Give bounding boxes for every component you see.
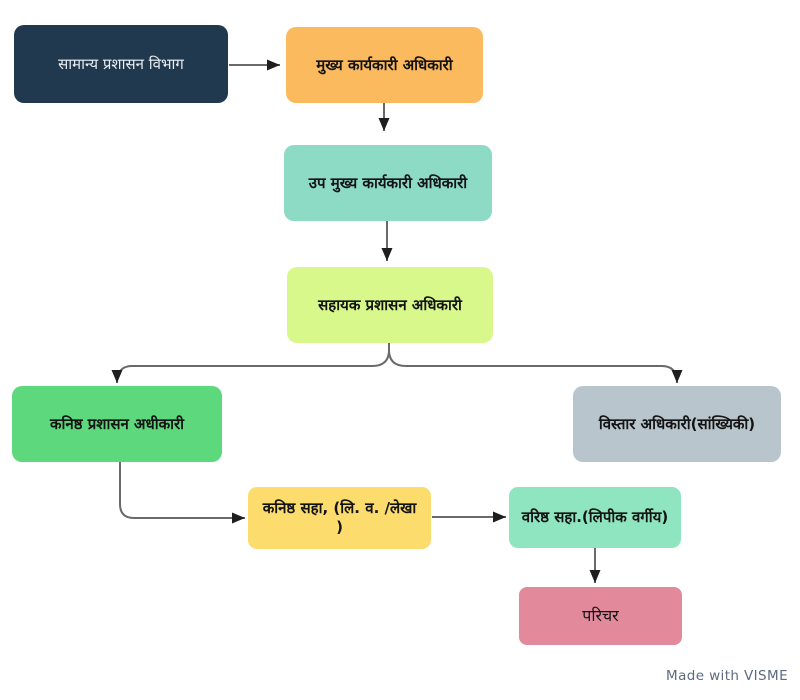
node-chief-executive-officer: मुख्य कार्यकारी अधिकारी xyxy=(286,27,483,103)
node-label: उप मुख्य कार्यकारी अधिकारी xyxy=(308,173,468,192)
node-label: कनिष्ठ प्रशासन अधीकारी xyxy=(49,414,185,433)
node-label: वरिष्ठ सहा.(लिपीक वर्गीय) xyxy=(521,508,669,527)
node-label: सामान्य प्रशासन विभाग xyxy=(58,54,184,73)
node-label: विस्तार अधिकारी(सांख्यिकी) xyxy=(598,414,756,433)
node-senior-assistant-clerical: वरिष्ठ सहा.(लिपीक वर्गीय) xyxy=(509,487,681,548)
node-assistant-admin-officer: सहायक प्रशासन अधिकारी xyxy=(287,267,493,343)
node-junior-admin-officer: कनिष्ठ प्रशासन अधीकारी xyxy=(12,386,222,462)
arrow-split-to-junior-admin xyxy=(111,343,390,384)
node-junior-assistant: कनिष्ठ सहा, (लि. व. /लेखा ) xyxy=(248,487,431,549)
node-label: मुख्य कार्यकारी अधिकारी xyxy=(316,55,453,74)
node-general-administration-dept: सामान्य प्रशासन विभाग xyxy=(14,25,228,103)
node-label: कनिष्ठ सहा, (लि. व. /लेखा ) xyxy=(262,499,417,536)
arrow-split-to-extension xyxy=(388,349,683,384)
node-label: सहायक प्रशासन अधिकारी xyxy=(318,295,462,314)
node-label: परिचर xyxy=(582,606,619,625)
node-deputy-chief-executive: उप मुख्य कार्यकारी अधिकारी xyxy=(284,145,492,221)
arrow-junior-admin-to-junior-asst xyxy=(119,462,245,524)
node-extension-officer-statistics: विस्तार अधिकारी(सांख्यिकी) xyxy=(573,386,781,462)
made-with-visme-label[interactable]: Made with VISME xyxy=(666,668,788,684)
node-attendant: परिचर xyxy=(519,587,682,645)
